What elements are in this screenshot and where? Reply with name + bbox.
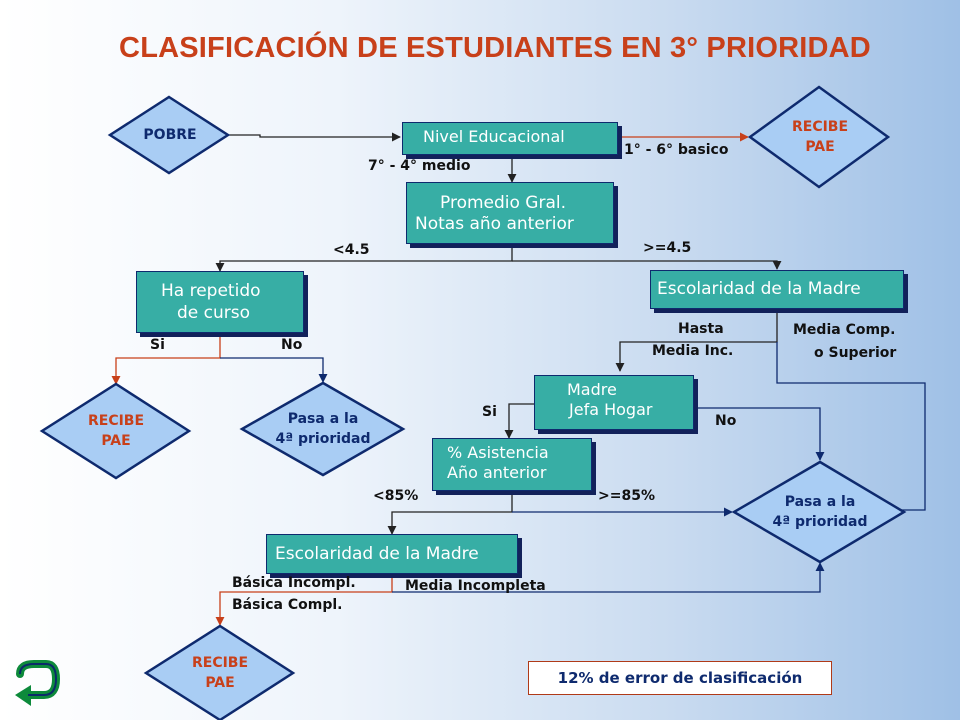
label-si-madre: Si — [482, 404, 497, 420]
edge-madre-si — [504, 403, 534, 439]
error-note: 12% de error de clasificación — [528, 661, 832, 695]
label-lt45: <4.5 — [333, 242, 370, 258]
box-escolaridad-madre-bottom: Escolaridad de la Madre — [266, 534, 518, 574]
edge-repetido-no — [220, 357, 328, 383]
diamond-label-pobre: POBRE — [143, 127, 197, 143]
diamond-recibe-top — [747, 85, 891, 189]
label-si-repetido: Si — [150, 337, 165, 353]
box-ha-repetido: Ha repetido de curso — [136, 271, 304, 333]
box-madre-jefa-hogar: Madre Jefa Hogar — [534, 375, 694, 430]
label-o-superior: o Superior — [814, 345, 897, 361]
label-no-repetido: No — [281, 337, 303, 353]
edge-pobre-nivel — [228, 132, 401, 142]
return-arrow-icon[interactable] — [15, 660, 61, 706]
edge-promedio-split — [215, 244, 513, 272]
box-nivel-educacional: Nivel Educacional — [402, 122, 618, 155]
diamond-pobre — [107, 95, 231, 175]
label-no-madre: No — [715, 413, 737, 429]
box-asistencia: % Asistencia Año anterior — [432, 438, 592, 491]
diamond-pasa-left — [239, 381, 406, 477]
diamond-pasa-right — [731, 460, 907, 564]
box-promedio-notas: Promedio Gral. Notas año anterior — [406, 182, 614, 244]
page-title: CLASIFICACIÓN DE ESTUDIANTES EN 3° PRIOR… — [119, 32, 871, 64]
edge-escolaridad-media — [776, 342, 926, 515]
diamond-recibe-left — [39, 382, 192, 480]
edge-promedio-ge45 — [512, 260, 782, 270]
edge-escolaridad-media-inc — [392, 562, 825, 593]
edge-escolaridad-hasta — [615, 309, 778, 372]
label-basico: 1° - 6° basico — [624, 142, 729, 158]
label-media-comp: Media Comp. — [793, 322, 896, 338]
label-lt85: <85% — [373, 488, 419, 504]
edge-escolaridad-basica — [215, 574, 393, 626]
label-ge85: >=85% — [598, 488, 655, 504]
diamond-recibe-bottom — [143, 624, 296, 720]
box-escolaridad-madre-top: Escolaridad de la Madre — [650, 270, 904, 309]
label-medio: 7° - 4° medio — [368, 158, 471, 174]
edge-repetido-si — [111, 333, 221, 385]
label-media-incompleta: Media Incompleta — [405, 578, 546, 594]
edge-asistencia-lt85 — [387, 491, 513, 535]
label-basica-compl: Básica Compl. — [232, 597, 343, 613]
label-media-inc: Media Inc. — [652, 343, 734, 359]
label-hasta: Hasta — [678, 321, 724, 337]
edge-madre-no — [694, 407, 825, 461]
label-basica-incompl: Básica Incompl. — [232, 575, 356, 591]
label-ge45: >=4.5 — [643, 240, 692, 256]
